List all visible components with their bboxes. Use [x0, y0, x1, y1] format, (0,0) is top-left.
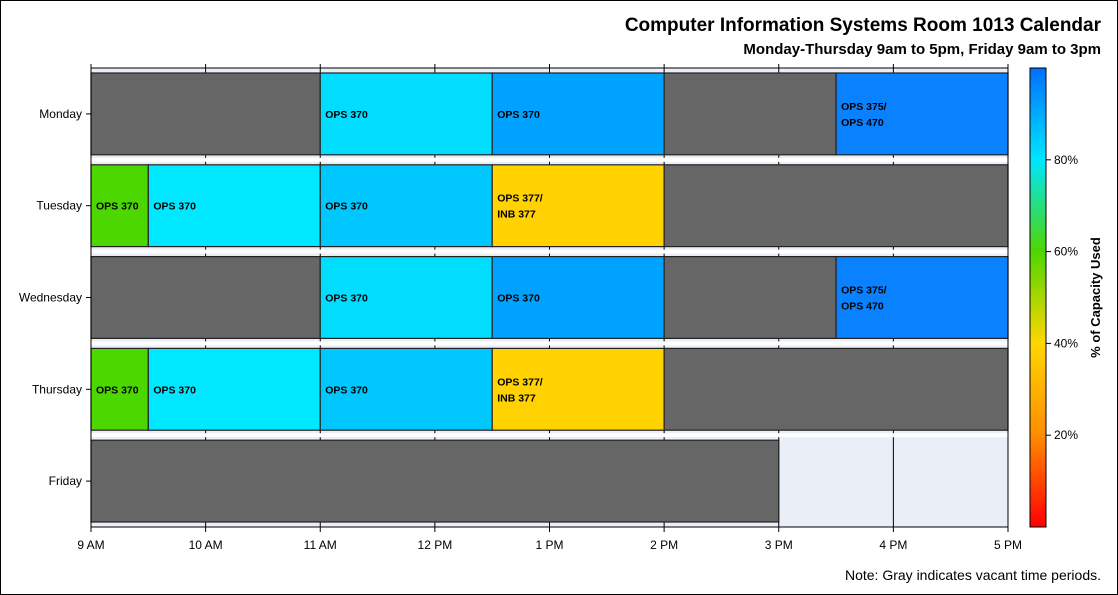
y-tick-label: Wednesday — [19, 291, 82, 305]
y-tick-label: Friday — [49, 474, 82, 488]
y-tick-label: Thursday — [32, 382, 82, 396]
schedule-block — [663, 347, 1009, 431]
colorbar-tick-label: 60% — [1054, 245, 1078, 259]
row-separator — [91, 341, 1008, 346]
block-label: OPS 370 — [96, 201, 139, 213]
schedule-block — [835, 256, 1009, 340]
schedule-block — [319, 256, 493, 340]
schedule-block — [90, 347, 149, 431]
schedule-block — [663, 256, 837, 340]
block-label: OPS 370 — [325, 384, 368, 396]
schedule-block — [491, 347, 665, 431]
block-label: OPS 377/INB 377 — [497, 376, 543, 404]
x-tick-label: 11 AM — [304, 538, 337, 552]
chart-note: Note: Gray indicates vacant time periods… — [844, 567, 1101, 583]
row-separator — [91, 433, 1008, 438]
colorbar-tick-label: 20% — [1054, 428, 1078, 442]
schedule-block — [147, 347, 321, 431]
colorbar-tick-label: 40% — [1054, 336, 1078, 350]
chart-subtitle: Monday-Thursday 9am to 5pm, Friday 9am t… — [743, 41, 1101, 58]
x-tick-label: 12 PM — [418, 538, 453, 552]
block-label: OPS 377/INB 377 — [497, 193, 543, 221]
block-label: OPS 370 — [325, 201, 368, 213]
block-label: OPS 370 — [325, 293, 368, 305]
schedule-block — [491, 72, 665, 156]
y-tick-label: Tuesday — [36, 199, 82, 213]
x-tick-label: 5 PM — [994, 538, 1022, 552]
chart-title: Computer Information Systems Room 1013 C… — [624, 15, 1101, 36]
y-tick-label: Monday — [39, 107, 82, 121]
schedule-block — [835, 72, 1009, 156]
schedule-block — [90, 72, 321, 156]
x-tick-label: 3 PM — [765, 538, 793, 552]
block-label: OPS 370 — [96, 384, 139, 396]
block-label: OPS 370 — [153, 201, 196, 213]
schedule-block — [90, 164, 149, 248]
block-label: OPS 375/OPS 470 — [841, 285, 887, 313]
x-tick-label: 2 PM — [650, 538, 678, 552]
schedule-block — [491, 164, 665, 248]
colorbar-tick-label: 80% — [1054, 153, 1078, 167]
row-separator — [91, 249, 1008, 254]
colorbar-gradient — [1029, 67, 1047, 528]
block-label: OPS 370 — [497, 293, 540, 305]
block-label: OPS 375/OPS 470 — [841, 101, 887, 129]
schedule-block — [90, 439, 780, 523]
x-tick-label: 10 AM — [189, 538, 223, 552]
schedule-block — [663, 72, 837, 156]
schedule-block — [319, 164, 493, 248]
block-label: OPS 370 — [153, 384, 196, 396]
schedule-block — [90, 256, 321, 340]
block-label: OPS 370 — [497, 109, 540, 121]
schedule-block — [319, 72, 493, 156]
schedule-block — [491, 256, 665, 340]
block-label: OPS 370 — [325, 109, 368, 121]
row-separator — [91, 157, 1008, 162]
x-tick-label: 1 PM — [535, 538, 563, 552]
colorbar-label: % of Capacity Used — [1088, 237, 1103, 358]
schedule-block — [663, 164, 1009, 248]
schedule-block — [319, 347, 493, 431]
x-tick-label: 4 PM — [879, 538, 907, 552]
x-tick-label: 9 AM — [77, 538, 104, 552]
